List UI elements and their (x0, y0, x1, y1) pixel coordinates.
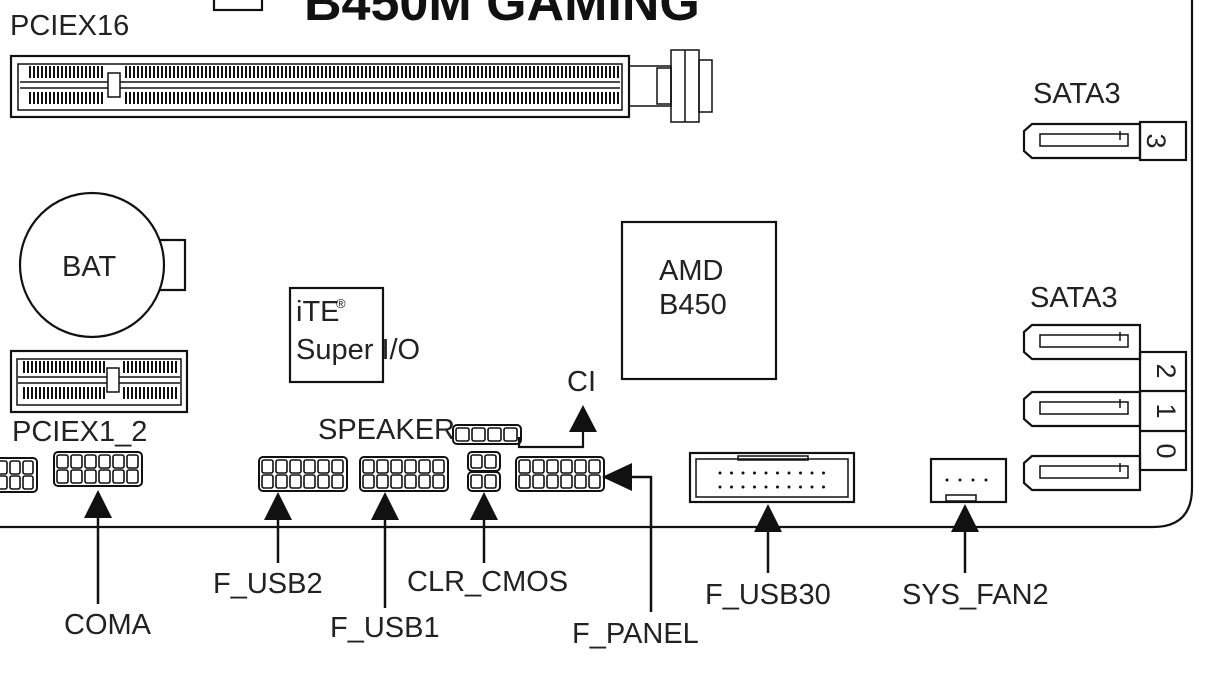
com-edge-header (0, 457, 38, 493)
pciex1-2-slot (9, 349, 189, 414)
coma-label: COMA (64, 609, 152, 641)
clr-cmos-header-a (467, 451, 501, 472)
ci-arrow (569, 405, 597, 432)
f-usb1-header (359, 456, 449, 492)
sata-port-2 (1022, 323, 1142, 361)
f-usb30-arrow (754, 504, 782, 573)
clr-cmos-arrow (470, 492, 498, 563)
clr-cmos-header-b (467, 471, 501, 492)
battery-holder (18, 191, 187, 339)
sata-port-0-label: 0 (1151, 443, 1181, 458)
bat-label: BAT (62, 251, 117, 283)
sata-port-3 (1022, 122, 1142, 160)
sata-port-number-boxes (1138, 120, 1188, 472)
pin-headers (0, 424, 605, 493)
speaker-label: SPEAKER (318, 414, 455, 446)
f-usb2-label: F_USB2 (213, 568, 323, 600)
board-title: B450M GAMING (304, 0, 700, 32)
f-panel-label: F_PANEL (572, 618, 699, 650)
sata3-mid-label: SATA3 (1030, 282, 1118, 314)
f-usb1-label: F_USB1 (330, 612, 440, 644)
sata-port-2-label: 2 (1151, 363, 1181, 378)
f-usb1-arrow (371, 492, 399, 608)
callout-arrows (84, 463, 979, 612)
ci-label: CI (567, 366, 596, 398)
amd-label: AMD (659, 255, 723, 287)
pciex1-2-pins (18, 361, 180, 399)
speaker-header (452, 424, 522, 445)
board-outline (0, 0, 1194, 529)
pciex16-label: PCIEX16 (10, 10, 129, 42)
superio-label: Super I/O (296, 334, 420, 366)
pciex16-pins (20, 66, 620, 104)
coma-header (53, 451, 143, 487)
pciex16-slot (9, 49, 713, 123)
f-panel-header (515, 456, 605, 492)
f-usb2-header (258, 456, 348, 492)
sys-fan2-header (929, 457, 1008, 504)
sys-fan2-label: SYS_FAN2 (902, 579, 1049, 611)
f-panel-arrow (602, 463, 653, 612)
clr-cmos-label: CLR_CMOS (407, 566, 568, 598)
sata-port-0 (1022, 454, 1142, 492)
f-usb2-arrow (264, 492, 292, 563)
sata-port-1 (1022, 390, 1142, 428)
sata-port-1-label: 1 (1151, 403, 1181, 418)
ite-registered-mark: ® (336, 296, 346, 311)
f-usb30-header (688, 451, 856, 504)
pciex1-2-label: PCIEX1_2 (12, 416, 147, 448)
ci-leader-line (517, 432, 585, 449)
coma-arrow (84, 490, 112, 604)
ite-superio-chip (288, 286, 385, 384)
sata-port-3-label: 3 (1141, 133, 1171, 148)
sys-fan2-arrow (951, 504, 979, 573)
b450-label: B450 (659, 289, 727, 321)
f-usb30-label: F_USB30 (705, 579, 831, 611)
sata3-top-label: SATA3 (1033, 78, 1121, 110)
ite-label: iTE (296, 296, 340, 328)
amd-b450-chipset (620, 220, 778, 381)
title-marker (212, 0, 264, 12)
